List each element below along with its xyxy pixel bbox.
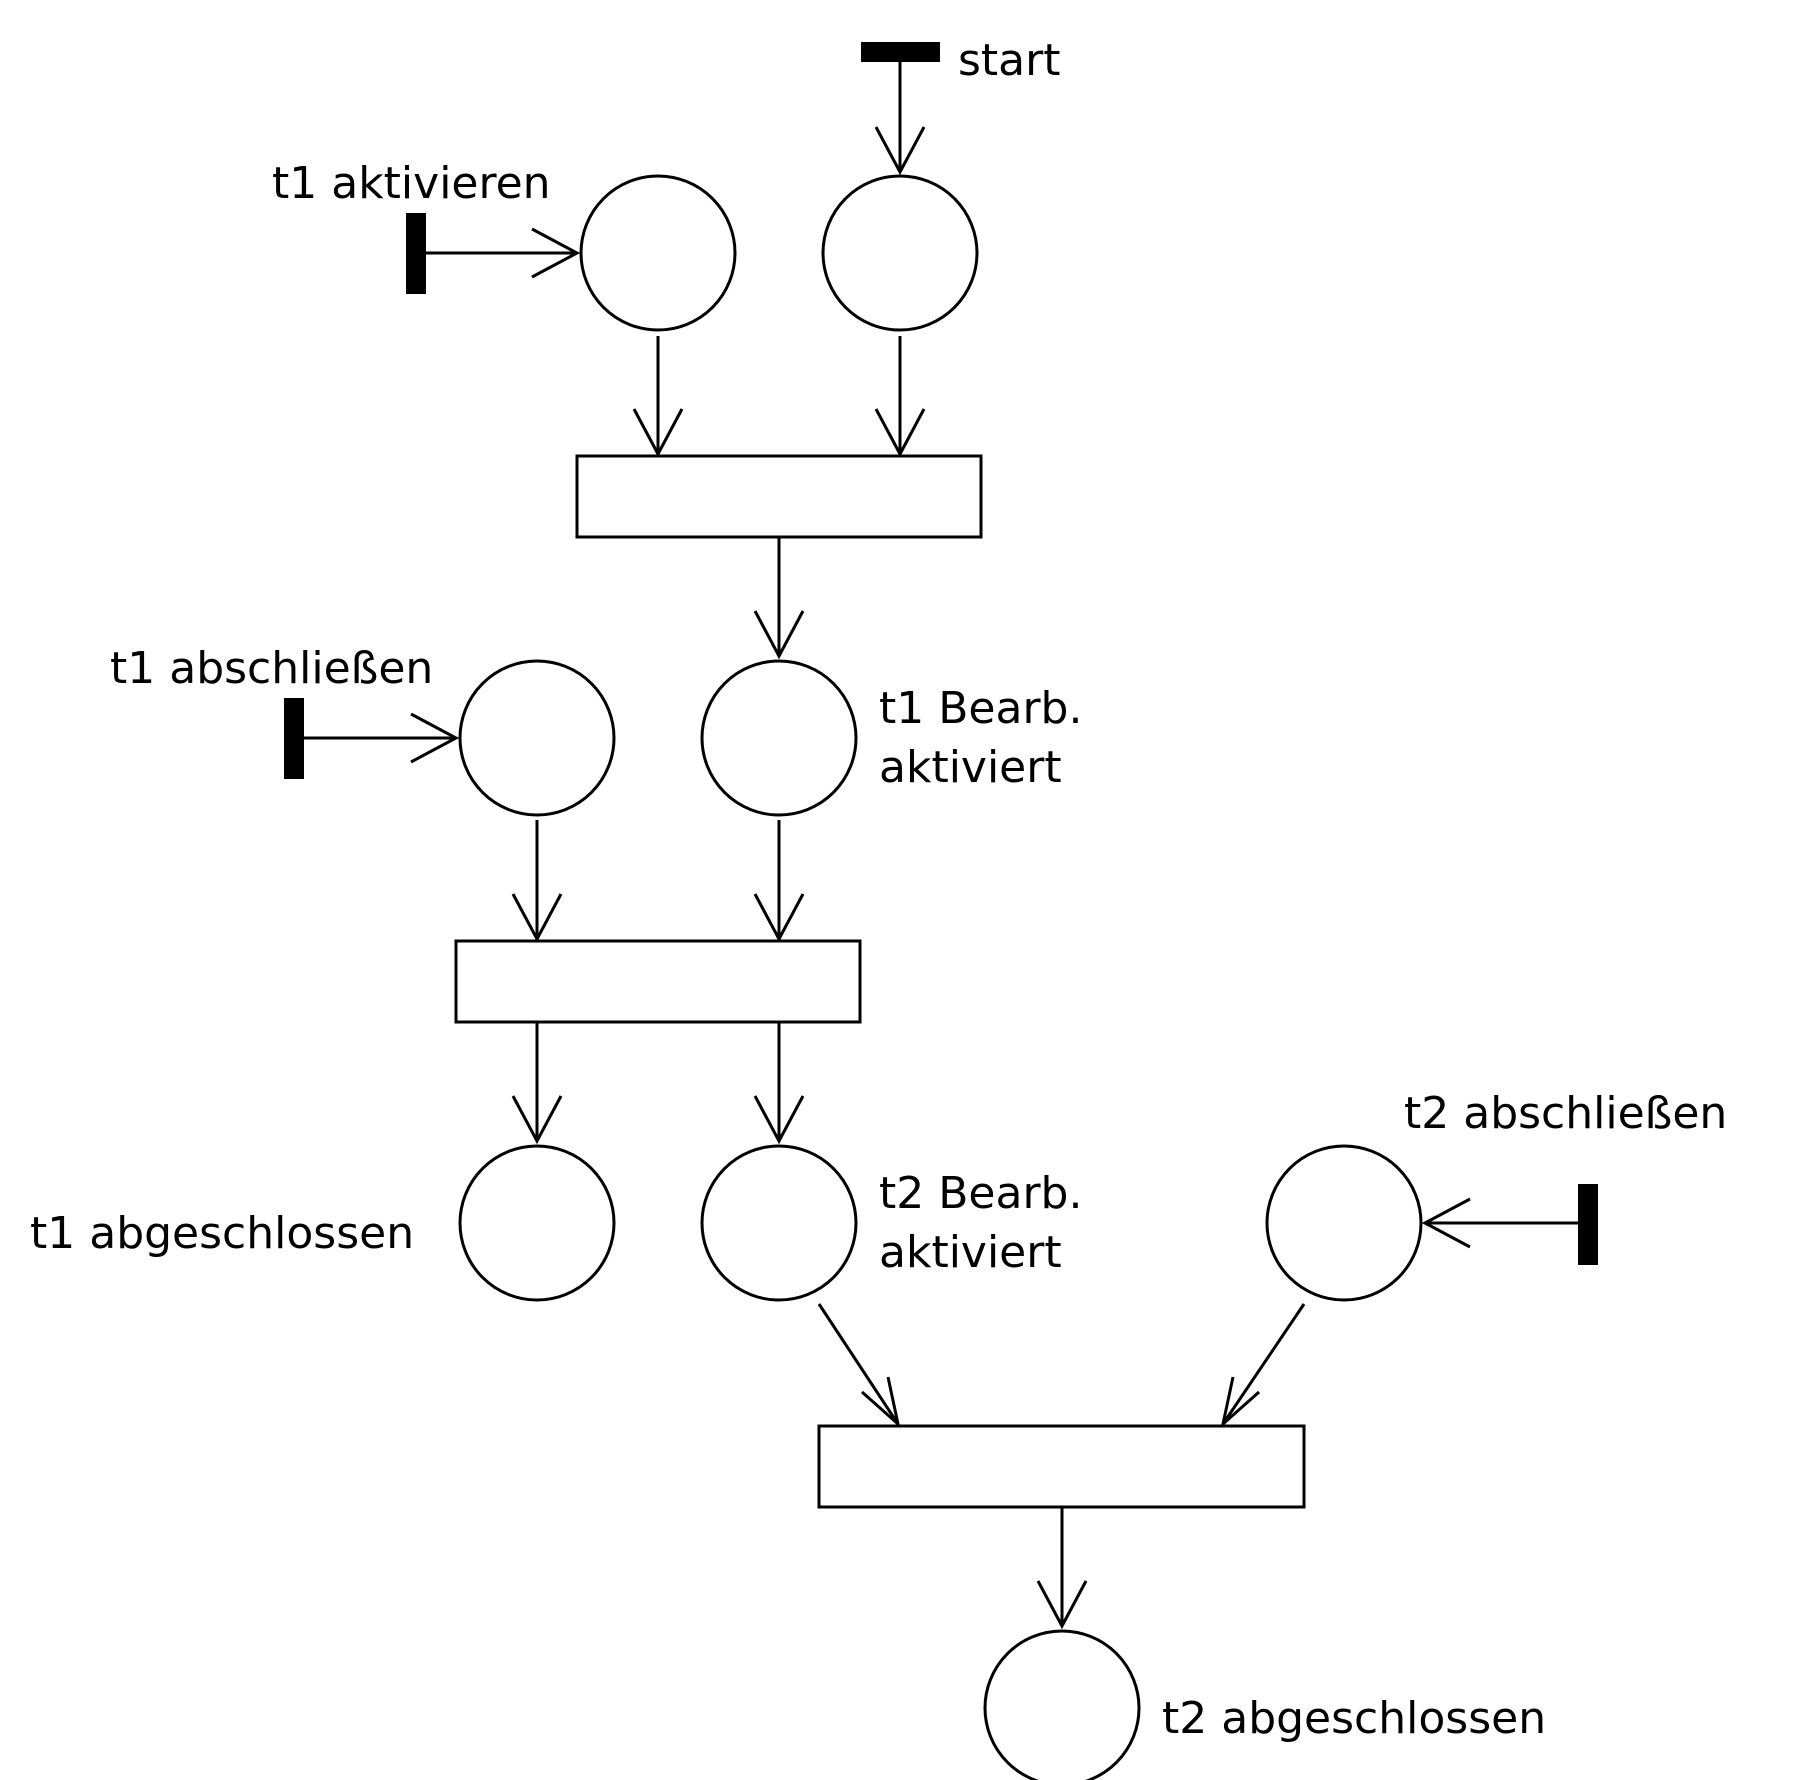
label-t1-abgeschlossen: t1 abgeschlossen [30,1208,414,1259]
start-source-bar [861,42,940,62]
transition-1 [575,454,983,539]
arc-place-t2-bearb-to-transition-3 [817,1303,901,1429]
place-t2-abgeschlossen [983,1629,1141,1780]
transition-3 [817,1424,1306,1509]
arc-place-t1-bearb-to-transition-2 [753,820,805,943]
place-t2-bearb-aktiviert [700,1144,858,1302]
place-t2-abschliessen [1265,1144,1423,1302]
arc-t1-aktivieren-to-place [426,227,581,279]
arc-start-to-place [874,62,926,176]
arc-t1-abschliessen-to-place [304,712,460,764]
arc-transition-1-to-place-t1-bearb [753,537,805,660]
arc-place-start-to-transition-1 [874,336,926,458]
arc-place-t2-abschliessen-to-transition-3 [1220,1303,1306,1429]
label-t2-bearb-line1: t2 Bearb. [879,1168,1082,1219]
label-t1-abschliessen: t1 abschließen [110,643,433,694]
label-t1-aktivieren: t1 aktivieren [272,158,551,209]
place-start [821,174,979,332]
t1-abschliessen-source-bar [284,698,304,779]
place-t1-abschliessen [458,659,616,817]
arc-transition-3-to-place-t2-abgeschlossen [1036,1507,1088,1630]
place-t1-aktivieren [579,174,737,332]
place-t1-bearb-aktiviert [700,659,858,817]
label-t2-abgeschlossen: t2 abgeschlossen [1162,1693,1546,1744]
transition-2 [454,939,862,1024]
arc-place-t1-aktivieren-to-transition-1 [632,336,684,458]
place-t1-abgeschlossen [458,1144,616,1302]
label-t2-bearb-line2: aktiviert [879,1227,1062,1278]
label-t1-bearb-line2: aktiviert [879,742,1062,793]
label-t2-abschliessen: t2 abschließen [1404,1088,1727,1139]
label-start: start [958,35,1060,86]
label-t1-bearb-line1: t1 Bearb. [879,683,1082,734]
t2-abschliessen-source-bar [1578,1184,1598,1265]
t1-aktivieren-source-bar [406,213,426,294]
arc-transition-2-to-place-t2-bearb [753,1022,805,1145]
arc-transition-2-to-place-t1-abgeschlossen [511,1022,563,1145]
arc-place-t1-abschliessen-to-transition-2 [511,820,563,943]
arc-t2-abschliessen-to-place [1421,1197,1578,1249]
